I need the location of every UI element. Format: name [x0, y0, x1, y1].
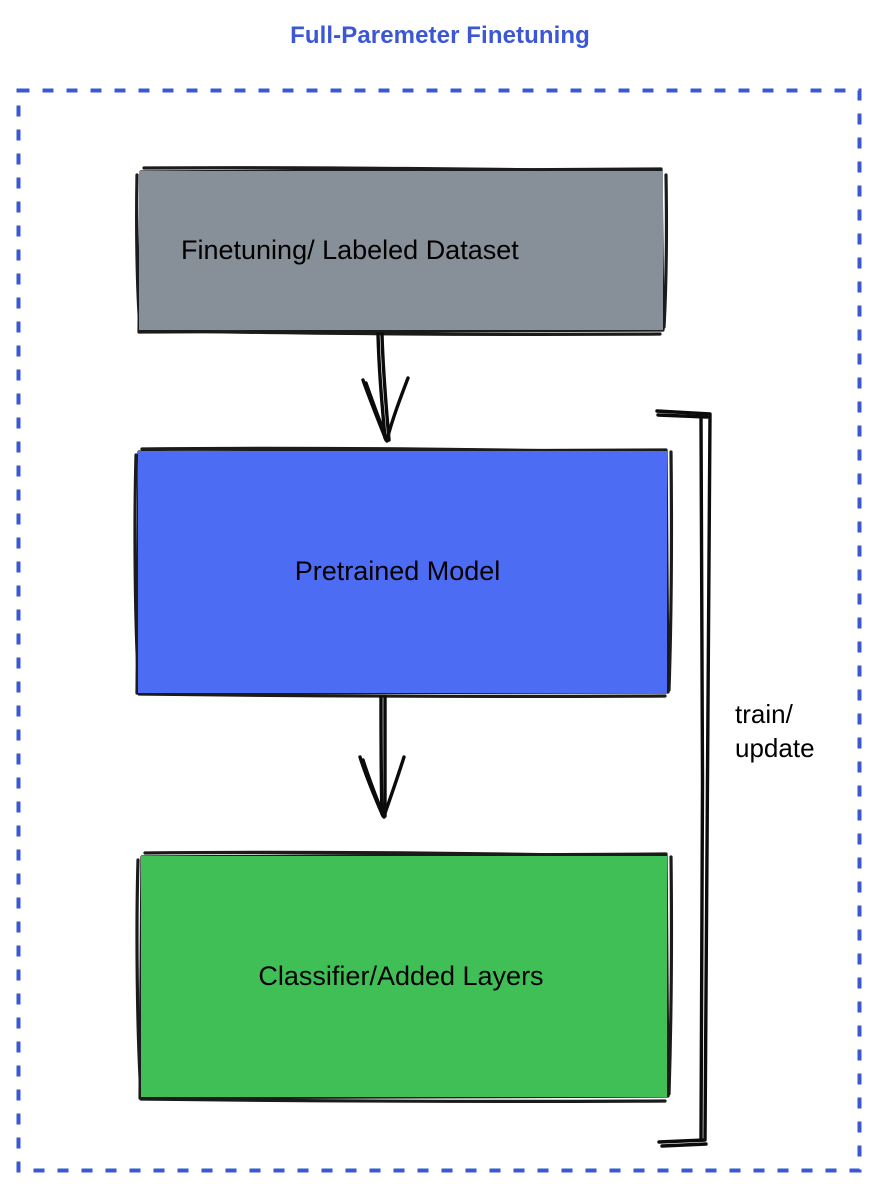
- page-title: Full-Paremeter Finetuning: [290, 22, 590, 49]
- node-classifier[interactable]: Classifier/Added Layers: [141, 856, 667, 1097]
- node-dataset[interactable]: Finetuning/ Labeled Dataset: [139, 171, 663, 330]
- classifier-box-outline: [135, 850, 673, 1103]
- arrow-pretrained-to-classifier: [358, 695, 406, 819]
- arrow-dataset-to-pretrained: [361, 332, 410, 443]
- feedback-loop-label: train/ update: [735, 699, 815, 764]
- node-pretrained[interactable]: Pretrained Model: [138, 451, 667, 693]
- node-dataset-label: Finetuning/ Labeled Dataset: [181, 234, 519, 265]
- node-pretrained-label: Pretrained Model: [294, 556, 501, 587]
- pretrained-box-outline: [133, 446, 673, 698]
- feedback-loop-bracket: [655, 409, 712, 1148]
- node-classifier-label: Classifier/Added Layers: [258, 960, 544, 991]
